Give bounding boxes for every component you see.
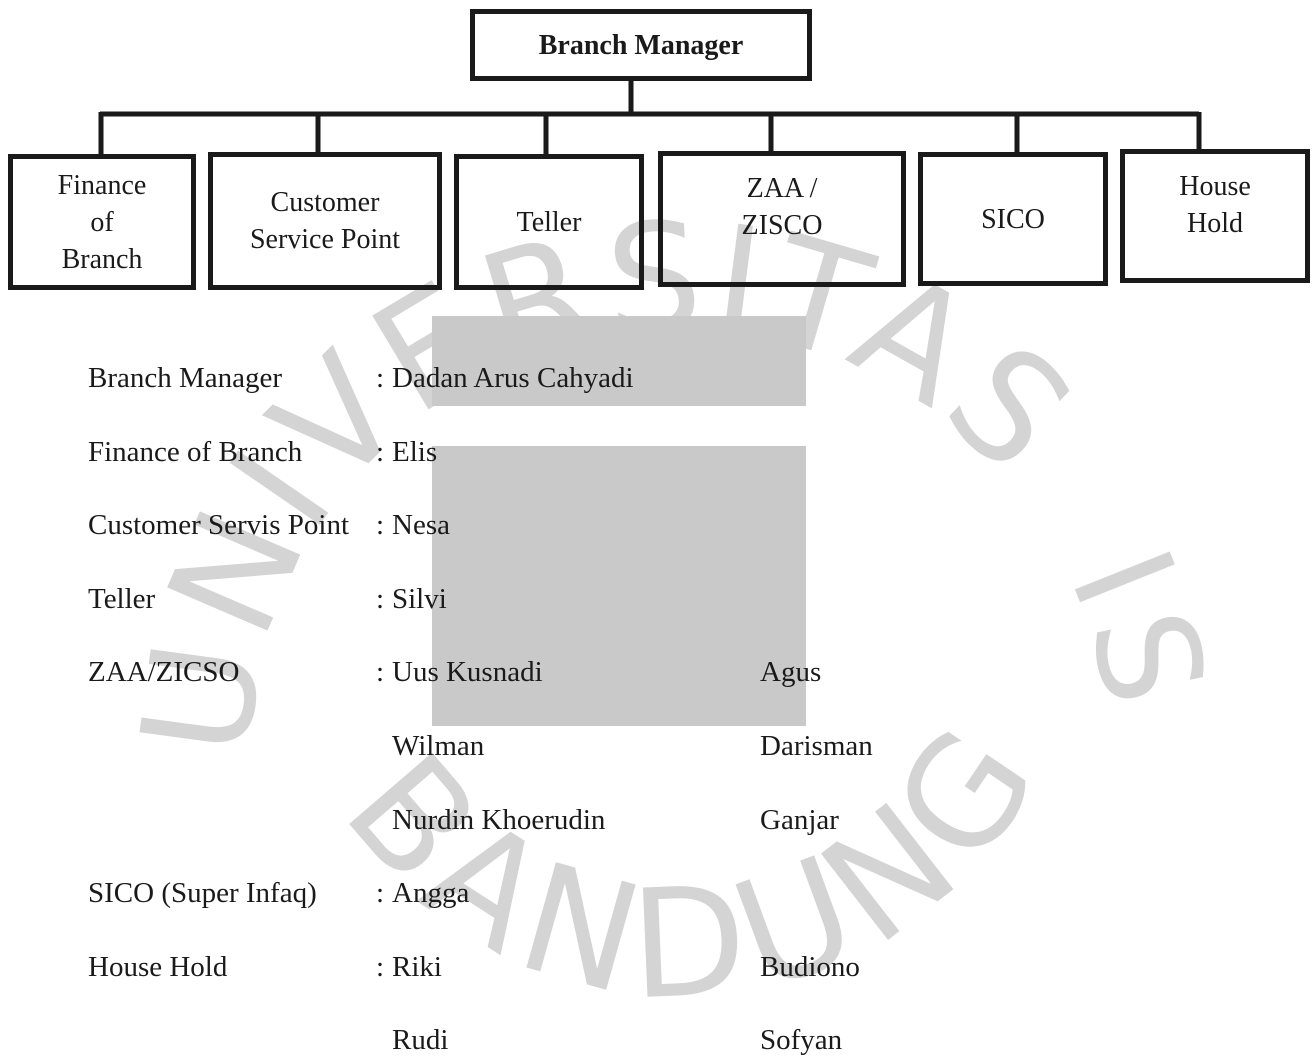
roster-name: Rudi (392, 1024, 449, 1056)
roster-role: Branch Manager (88, 362, 283, 394)
sico-box: SICO (918, 152, 1108, 286)
roster-name: Dadan Arus Cahyadi (392, 362, 634, 394)
roster-name: Ganjar (760, 804, 839, 836)
roster-name: Budiono (760, 951, 860, 983)
roster-name: Wilman (392, 730, 485, 762)
branch-manager-box: Branch Manager (470, 9, 812, 81)
roster-role: ZAA/ZICSO (88, 656, 240, 688)
roster-name: Elis (392, 436, 438, 468)
roster-separator: : (376, 436, 385, 468)
roster-separator: : (376, 509, 385, 541)
roster-separator: : (376, 583, 385, 615)
watermark-block-upper (432, 316, 806, 406)
roster-role: Finance of Branch (88, 436, 303, 468)
roster-name: Nurdin Khoerudin (392, 804, 606, 836)
org-connectors (98, 80, 1202, 156)
house-hold-box: House Hold (1120, 149, 1310, 283)
roster-name: Angga (392, 877, 470, 909)
roster-separator: : (376, 362, 385, 394)
roster-role: Teller (88, 583, 156, 615)
zaa-zisco-box: ZAA / ZISCO (658, 151, 906, 287)
roster-name: Sofyan (760, 1024, 843, 1056)
finance-of-branch-box: Finance of Branch (8, 154, 196, 290)
watermark-block-lower (432, 446, 806, 726)
roster-name: Riki (392, 951, 442, 983)
customer-service-point-box: Customer Service Point (208, 152, 442, 290)
roster-separator: : (376, 877, 385, 909)
roster-name: Darisman (760, 730, 873, 762)
roster-role: House Hold (88, 951, 228, 983)
teller-box: Teller (454, 154, 644, 290)
roster-name: Uus Kusnadi (392, 656, 543, 688)
roster-role: Customer Servis Point (88, 509, 350, 541)
roster-role: SICO (Super Infaq) (88, 877, 317, 909)
roster-name: Nesa (392, 509, 450, 541)
roster-name: Silvi (392, 583, 447, 615)
roster-name: Agus (760, 656, 822, 688)
roster-separator: : (376, 656, 385, 688)
roster-separator: : (376, 951, 385, 983)
